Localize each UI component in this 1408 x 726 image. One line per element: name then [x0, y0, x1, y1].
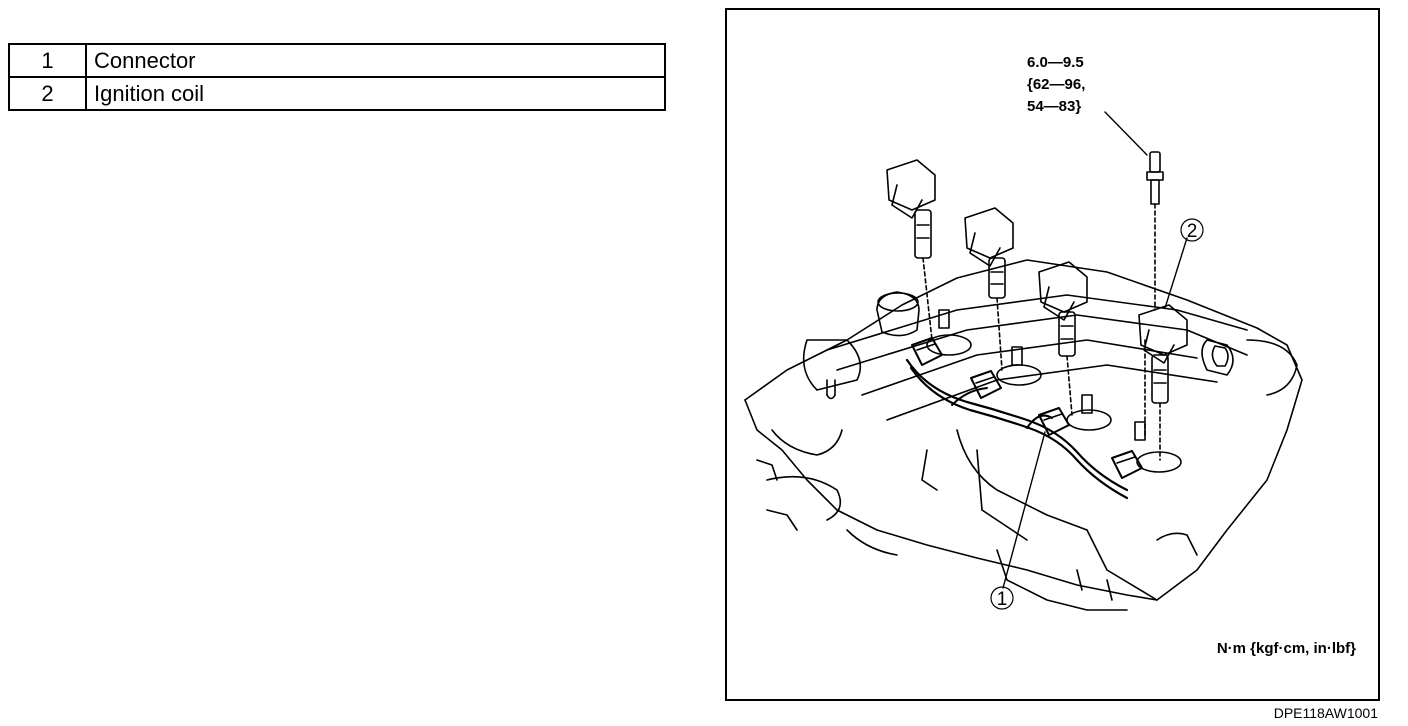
torque-units-note: N·m {kgf·cm, in·lbf}	[1216, 640, 1356, 657]
connector-3	[1038, 407, 1070, 436]
ignition-coil-2	[964, 207, 1014, 371]
coil-bolt	[1146, 151, 1164, 311]
cylinder-head-outline	[744, 259, 1303, 611]
connector-2	[970, 370, 1002, 399]
legend-row: 1 Connector	[8, 43, 666, 78]
ignition-coil-diagram: 2 1 6.0—9.5 {62—96, 54—83} N·m {kgf·cm, …	[725, 8, 1380, 701]
legend-label: Ignition coil	[85, 76, 666, 111]
callout-1-label: 1	[997, 589, 1008, 610]
figure-code: DPE118AW1001	[1273, 705, 1378, 721]
torque-leader-line	[1104, 111, 1148, 156]
legend-row: 2 Ignition coil	[8, 76, 666, 111]
ignition-coil-3	[1038, 261, 1088, 416]
legend-number: 2	[8, 76, 87, 111]
legend-number: 1	[8, 43, 87, 78]
engine-illustration: 2 1	[744, 111, 1303, 611]
connector-1	[911, 337, 943, 366]
torque-line: 54—83}	[1027, 98, 1082, 115]
connector-4	[1111, 450, 1143, 479]
torque-line: {62—96,	[1027, 76, 1086, 93]
parts-legend-table: 1 Connector 2 Ignition coil	[8, 43, 666, 111]
ignition-coil-1	[886, 159, 936, 341]
ignition-coil-4	[1138, 304, 1188, 461]
spark-plug-holes	[926, 309, 1182, 473]
callout-2-label: 2	[1187, 221, 1198, 242]
torque-line: 6.0—9.5	[1027, 54, 1084, 71]
callout-1: 1	[990, 586, 1014, 610]
torque-spec: 6.0—9.5 {62—96, 54—83}	[1027, 52, 1085, 118]
legend-label: Connector	[85, 43, 666, 78]
callout-2: 2	[1180, 218, 1204, 242]
callout-leader-2	[1164, 237, 1188, 309]
callout-leader-1	[1002, 431, 1046, 589]
